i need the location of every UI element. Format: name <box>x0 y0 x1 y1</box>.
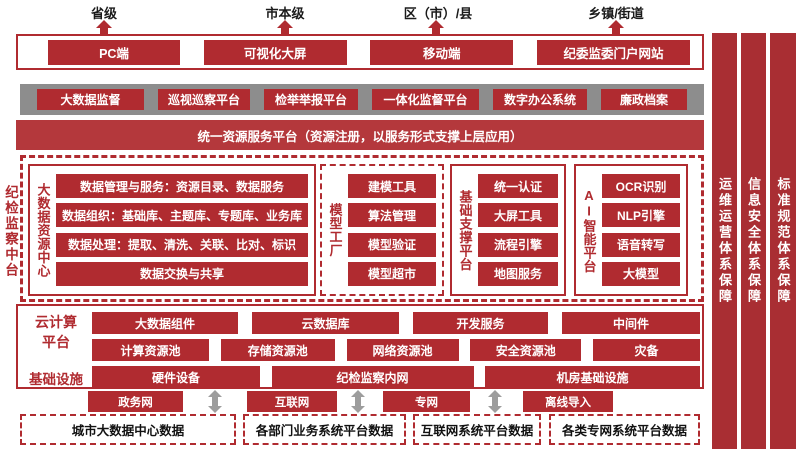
section-title: 基础支撑平台 <box>457 189 473 271</box>
source-city-bigdata: 城市大数据中心数据 <box>20 414 236 445</box>
double-arrow-icon <box>487 390 503 413</box>
access-mobile: 移动端 <box>370 39 514 65</box>
cloud-item: 灾备 <box>593 339 700 361</box>
model-factory-item: 模型验证 <box>348 232 436 257</box>
up-arrow-icon <box>607 20 625 35</box>
infra-item: 硬件设备 <box>92 366 260 388</box>
up-arrow-icon <box>95 20 113 35</box>
up-arrow-icon <box>276 20 294 35</box>
section-basic-support-platform: 基础支撑平台 统一认证 大屏工具 流程引擎 地图服务 <box>450 164 566 296</box>
section-title: 大数据资源中心 <box>35 182 51 278</box>
app-integrated-supervision: 一体化监督平台 <box>372 89 479 110</box>
cloud-infra-container: 云计算平台 基础设施 大数据组件 云数据库 开发服务 中间件 计算资源池 存储资… <box>16 304 704 389</box>
data-center-item: 数据处理：提取、清洗、关联、比对、标识 <box>56 232 308 257</box>
tier-label-township: 乡镇/街道 <box>588 6 644 21</box>
access-channel-bar: PC端 可视化大屏 移动端 纪委监委门户网站 <box>16 34 704 70</box>
support-item: 统一认证 <box>478 174 558 199</box>
tier-label-district: 区（市）/县 <box>403 6 473 21</box>
source-internet-systems: 互联网系统平台数据 <box>413 414 541 445</box>
section-title: AI智能平台 <box>581 187 597 273</box>
app-bigdata-supervision: 大数据监督 <box>37 89 144 110</box>
data-center-item: 数据组织：基础库、主题库、专题库、业务库 <box>56 203 308 228</box>
cloud-platform-label: 云计算平台 <box>35 314 77 350</box>
cloud-row-1: 大数据组件 云数据库 开发服务 中间件 <box>92 312 700 334</box>
access-big-screen: 可视化大屏 <box>203 39 347 65</box>
network-private: 专网 <box>383 391 470 412</box>
infra-row-3: 硬件设备 纪检监察内网 机房基础设施 <box>92 366 700 388</box>
cloud-item: 大数据组件 <box>92 312 238 334</box>
ai-item: 语音转写 <box>602 232 680 257</box>
model-factory-item: 模型超市 <box>348 261 436 286</box>
data-center-item: 数据管理与服务：资源目录、数据服务 <box>56 174 308 199</box>
cloud-item: 网络资源池 <box>346 339 459 361</box>
middle-platform-side-label: 纪检监察中台 <box>3 184 18 278</box>
app-digital-office: 数字办公系统 <box>493 89 587 110</box>
support-item: 大屏工具 <box>478 203 558 228</box>
app-report-platform: 检举举报平台 <box>264 89 358 110</box>
tier-label-province: 省级 <box>90 6 118 21</box>
section-title: 模型工厂 <box>327 203 343 257</box>
ai-item: 大模型 <box>602 261 680 286</box>
ai-item: NLP引擎 <box>602 203 680 228</box>
access-portal: 纪委监委门户网站 <box>536 39 690 65</box>
network-gov: 政务网 <box>88 391 183 412</box>
cloud-item: 存储资源池 <box>220 339 335 361</box>
double-arrow-icon <box>207 390 223 413</box>
model-factory-item: 算法管理 <box>348 203 436 228</box>
ai-item: OCR识别 <box>602 174 680 199</box>
cloud-item: 开发服务 <box>413 312 548 334</box>
infrastructure-label: 基础设施 <box>29 372 83 387</box>
network-offline-import: 离线导入 <box>523 391 613 412</box>
support-item: 流程引擎 <box>478 232 558 257</box>
app-integrity-archive: 廉政档案 <box>601 89 687 110</box>
source-private-network-systems: 各类专网系统平台数据 <box>549 414 700 445</box>
infra-item: 机房基础设施 <box>485 366 700 388</box>
cloud-row-2: 计算资源池 存储资源池 网络资源池 安全资源池 灾备 <box>92 339 700 361</box>
network-internet: 互联网 <box>247 391 337 412</box>
support-item: 地图服务 <box>478 261 558 286</box>
access-pc: PC端 <box>48 39 180 65</box>
cloud-item: 中间件 <box>562 312 700 334</box>
up-arrow-icon <box>427 20 445 35</box>
cloud-item: 云数据库 <box>252 312 399 334</box>
model-factory-item: 建模工具 <box>348 174 436 199</box>
section-data-resource-center: 大数据资源中心 数据管理与服务：资源目录、数据服务 数据组织：基础库、主题库、专… <box>28 164 316 296</box>
infra-item: 纪检监察内网 <box>271 366 474 388</box>
assurance-ops: 运维运营体系保障 <box>712 33 737 449</box>
application-bar: 大数据监督 巡视巡察平台 检举举报平台 一体化监督平台 数字办公系统 廉政档案 <box>20 84 704 115</box>
section-ai-platform: AI智能平台 OCR识别 NLP引擎 语音转写 大模型 <box>574 164 688 296</box>
cloud-item: 安全资源池 <box>470 339 582 361</box>
double-arrow-icon <box>350 390 366 413</box>
assurance-standards: 标准规范体系保障 <box>770 33 796 449</box>
assurance-security: 信息安全体系保障 <box>741 33 766 449</box>
data-center-item: 数据交换与共享 <box>56 261 308 286</box>
source-department-systems: 各部门业务系统平台数据 <box>243 414 406 445</box>
unified-resource-service-bar: 统一资源服务平台（资源注册，以服务形式支撑上层应用） <box>16 120 704 150</box>
middle-platform-container <box>20 155 704 302</box>
cloud-item: 计算资源池 <box>92 339 209 361</box>
tier-label-city: 市本级 <box>265 6 305 21</box>
section-model-factory: 模型工厂 建模工具 算法管理 模型验证 模型超市 <box>320 164 444 296</box>
app-inspection-platform: 巡视巡察平台 <box>158 89 250 110</box>
